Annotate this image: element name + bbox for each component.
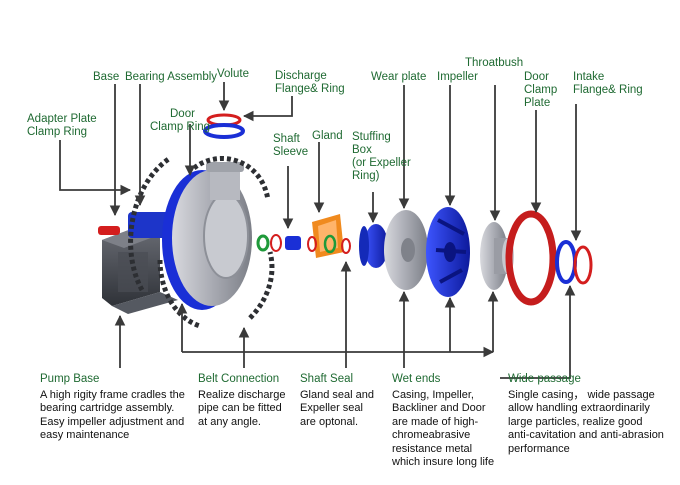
- desc-shaft-seal-line: Expeller seal: [300, 402, 363, 414]
- desc-belt-connection-title: Belt Connection: [198, 373, 280, 385]
- desc-belt-connection: Belt Connection Realize discharge pipe c…: [198, 373, 285, 429]
- impeller: [426, 207, 470, 297]
- desc-shaft-seal-line: are optonal.: [300, 415, 359, 428]
- desc-wet-ends-line: Backliner and Door: [392, 402, 486, 414]
- desc-wet-ends: Wet ends Casing, Impeller, Backliner and…: [392, 373, 494, 470]
- label-throatbush-text: Throatbush: [465, 57, 524, 69]
- label-door-clamp-plate: Door Clamp Plate: [524, 71, 557, 110]
- desc-pump-base-line: easy maintenance: [40, 429, 130, 441]
- desc-wet-ends-line: which insure long life: [392, 456, 495, 468]
- desc-wide-passage-line: Single casing， wide passage: [508, 388, 655, 401]
- desc-pump-base-line: Easy impeller adjustment and: [40, 415, 185, 428]
- label-door-clamp-ring: Door Clamp Ring: [150, 108, 210, 134]
- label-bearing-assembly-text: Bearing Assembly: [125, 71, 218, 83]
- label-volute: Volute: [217, 68, 249, 81]
- label-base-text: Base: [93, 71, 120, 83]
- label-discharge-flange-line1: Discharge: [275, 70, 327, 82]
- label-stuffing-box-line2: Box: [352, 144, 372, 156]
- desc-wide-passage-line: anti-cavitation and anti-abrasion: [508, 429, 664, 441]
- label-throatbush: Throatbush: [465, 57, 523, 70]
- discharge-flange-ring: [203, 113, 245, 139]
- desc-belt-connection-line: at any angle.: [198, 415, 261, 428]
- desc-belt-connection-line: pipe can be fitted: [198, 402, 282, 414]
- desc-pump-base-title: Pump Base: [40, 373, 100, 385]
- desc-pump-base: Pump Base A high rigity frame cradles th…: [40, 373, 185, 443]
- label-volute-text: Volute: [217, 68, 249, 80]
- top-leader-lines: [59, 82, 582, 242]
- label-wear-plate-text: Wear plate: [371, 71, 427, 83]
- door-clamp-ring: [157, 156, 275, 329]
- label-stuffing-box-line3: (or Expeller: [352, 157, 411, 169]
- label-door-clamp-plate-line3: Plate: [524, 97, 551, 109]
- desc-belt-connection-line: Realize discharge: [198, 388, 286, 401]
- label-door-clamp-ring-line2: Clamp Ring: [150, 121, 211, 133]
- desc-wide-passage-line: large particles, realize good: [508, 415, 643, 428]
- desc-pump-base-line: A high rigity frame cradles the: [40, 388, 185, 401]
- label-stuffing-box: Stuffing Box (or Expeller Ring): [352, 131, 411, 183]
- desc-wet-ends-line: resistance metal: [392, 442, 473, 455]
- desc-wet-ends-line: are made of high-: [392, 415, 479, 428]
- bearing-assembly: [98, 212, 170, 238]
- desc-wide-passage-line: performance: [508, 442, 570, 455]
- label-stuffing-box-line4: Ring): [352, 170, 380, 182]
- desc-shaft-seal-line: Gland seal and: [300, 388, 374, 401]
- desc-shaft-seal-title: Shaft Seal: [300, 373, 354, 385]
- desc-wet-ends-line: Casing, Impeller,: [392, 388, 474, 401]
- label-impeller-text: Impeller: [437, 71, 478, 83]
- label-adapter-plate-line2: Clamp Ring: [27, 126, 88, 138]
- label-door-clamp-plate-line2: Clamp: [524, 84, 558, 96]
- desc-wide-passage-line: allow handling extraordinarily: [508, 402, 650, 414]
- label-intake-flange: Intake Flange& Ring: [573, 71, 643, 97]
- label-stuffing-box-line1: Stuffing: [352, 131, 391, 143]
- volute-casing: [162, 162, 252, 310]
- label-adapter-plate: Adapter Plate Clamp Ring: [27, 113, 97, 139]
- label-door-clamp-ring-line1: Door: [170, 108, 195, 120]
- desc-shaft-seal: Shaft Seal Gland seal and Expeller seal …: [300, 373, 374, 429]
- label-discharge-flange: Discharge Flange& Ring: [275, 70, 345, 96]
- label-intake-flange-line2: Flange& Ring: [573, 84, 643, 96]
- label-shaft-sleeve-line2: Sleeve: [273, 146, 309, 158]
- label-wear-plate: Wear plate: [371, 71, 426, 84]
- stuffing-box: [359, 224, 388, 268]
- desc-wet-ends-title: Wet ends: [392, 373, 441, 385]
- desc-pump-base-line: bearing cartridge assembly.: [40, 402, 175, 414]
- label-intake-flange-line1: Intake: [573, 71, 605, 83]
- label-gland: Gland: [312, 130, 343, 143]
- label-adapter-plate-line1: Adapter Plate: [27, 113, 97, 125]
- label-door-clamp-plate-line1: Door: [524, 71, 549, 83]
- desc-wide-passage: Wide passage Single casing， wide passage…: [508, 373, 664, 456]
- label-shaft-sleeve: Shaft Sleeve: [273, 133, 308, 159]
- desc-wide-passage-title: Wide passage: [508, 373, 581, 385]
- door-clamp-plate: [505, 210, 557, 306]
- label-bearing-assembly: Bearing Assembly: [125, 71, 217, 84]
- wear-plate: [384, 210, 428, 290]
- gland: [307, 214, 351, 258]
- label-impeller: Impeller: [437, 71, 478, 84]
- intake-flange-ring: [555, 240, 593, 285]
- label-gland-text: Gland: [312, 130, 343, 142]
- shaft-sleeve: [256, 234, 301, 252]
- desc-wet-ends-line: chromeabrasive: [392, 429, 471, 441]
- bottom-leader-lines: [114, 260, 576, 379]
- adapter-plate-clamp-ring: [128, 155, 172, 292]
- label-discharge-flange-line2: Flange& Ring: [275, 83, 345, 95]
- label-base: Base: [93, 71, 119, 84]
- label-shaft-sleeve-line1: Shaft: [273, 133, 300, 145]
